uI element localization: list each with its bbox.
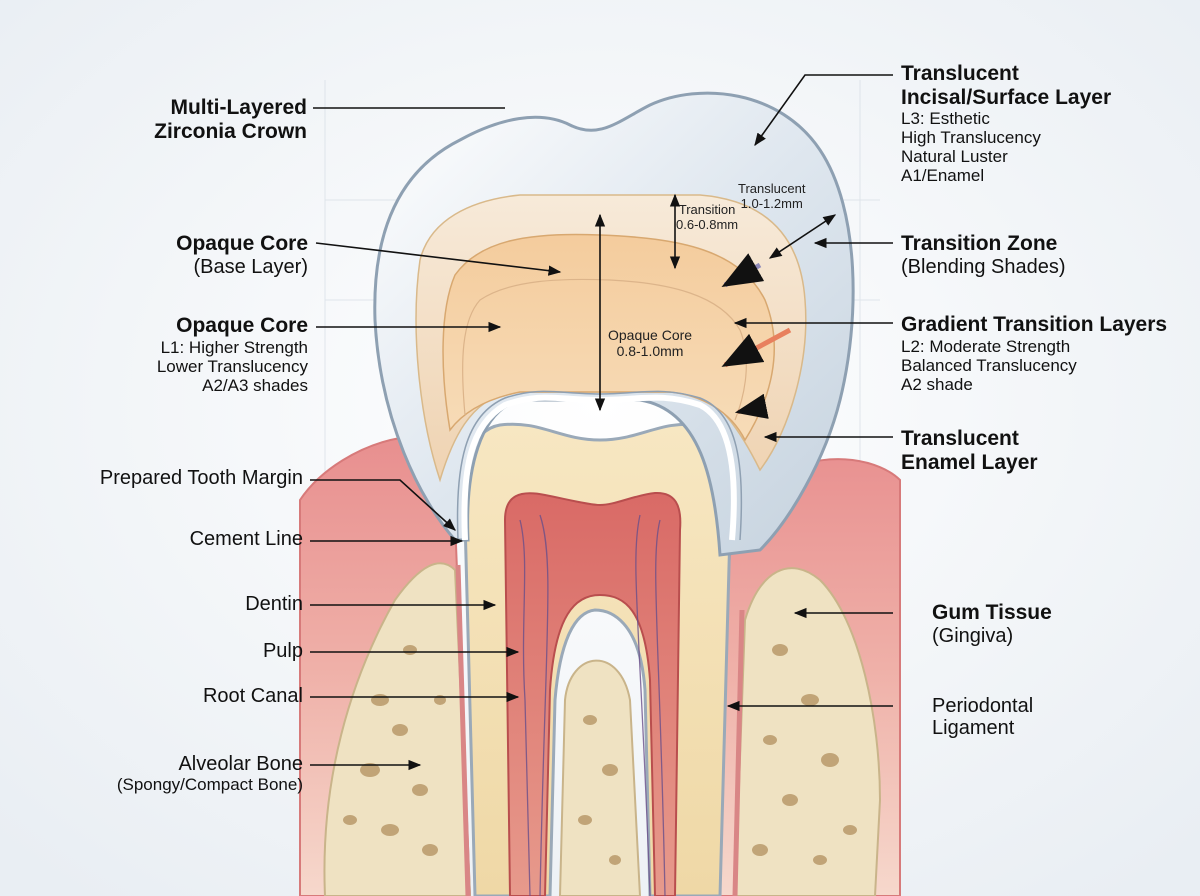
- label-cement-line: Cement Line: [190, 528, 303, 550]
- label-periodontal: Periodontal Ligament: [932, 695, 1033, 740]
- label-root-canal: Root Canal: [203, 685, 303, 707]
- measurement-transition-value: 0.6-0.8mm: [676, 216, 739, 232]
- gum-tissue-subtitle: (Gingiva): [932, 624, 1014, 647]
- alveolar-bone-subtitle: (Spongy/Compact Bone): [116, 775, 303, 795]
- alveolar-bone-title: Alveolar Bone: [178, 753, 303, 775]
- translucent-surface-detail-1: L3: Esthetic: [901, 109, 990, 129]
- periodontal-ligament-left: [455, 564, 471, 896]
- cement-line-text: Cement Line: [189, 528, 303, 550]
- opaque-base-subtitle: (Base Layer): [193, 255, 309, 278]
- measurement-opaque-value: 0.8-1.0mm: [616, 342, 684, 359]
- label-crown: Multi-Layered Zirconia Crown: [154, 96, 307, 143]
- crown-title-1: Multi-Layered: [170, 96, 307, 119]
- gradient-arrows: [721, 253, 792, 419]
- gradient-layers-detail-3: A2 shade: [901, 374, 973, 394]
- gradient-layers-title: Gradient Transition Layers: [901, 313, 1168, 336]
- measurement-opaque-name: Opaque Core: [608, 327, 693, 343]
- label-prepared-margin: Prepared Tooth Margin: [100, 467, 303, 489]
- translucent-surface-detail-3: Natural Luster: [901, 147, 1008, 167]
- measurement-translucent: Translucent 1.0-1.2mm: [738, 181, 806, 211]
- interradicular-bone: [558, 659, 642, 896]
- periodontal-line-1: Periodontal: [932, 695, 1034, 717]
- label-dentin: Dentin: [245, 593, 303, 615]
- opaque-core-detail-3: A2/A3 shades: [202, 375, 308, 395]
- measurement-transition: Transition 0.6-0.8mm: [676, 202, 739, 232]
- label-alveolar-bone: Alveolar Bone (Spongy/Compact Bone): [117, 753, 303, 794]
- gradient-layers-detail-2: Balanced Translucency: [901, 355, 1077, 375]
- translucent-surface-detail-4: A1/Enamel: [901, 166, 985, 186]
- root-canal-vessels: [519, 514, 666, 896]
- opaque-base-title: Opaque Core: [176, 232, 308, 255]
- label-opaque-core: Opaque Core L1: Higher Strength Lower Tr…: [157, 314, 308, 395]
- translucent-enamel-title-1: Translucent: [901, 427, 1019, 450]
- label-translucent-enamel: Translucent Enamel Layer: [901, 427, 1038, 474]
- gum-tissue-title: Gum Tissue: [932, 601, 1052, 624]
- dentin-text: Dentin: [245, 593, 303, 615]
- pulp-text: Pulp: [262, 640, 303, 662]
- opaque-core-detail-2: Lower Translucency: [156, 356, 308, 376]
- label-transition-zone: Transition Zone (Blending Shades): [901, 232, 1066, 278]
- alveolar-bone-right: [733, 567, 882, 896]
- measurement-translucent-name: Translucent: [738, 181, 806, 196]
- periodontal-line-2: Ligament: [932, 717, 1015, 740]
- measurement-transition-name: Transition: [678, 202, 736, 217]
- translucent-surface-detail-2: High Translucency: [901, 128, 1041, 148]
- label-translucent-surface: Translucent Incisal/Surface Layer L3: Es…: [901, 62, 1111, 185]
- measurement-arrows: [594, 193, 837, 412]
- translucent-enamel-title-2: Enamel Layer: [901, 450, 1038, 474]
- bone-pores: [343, 644, 857, 865]
- crown-title-2: Zirconia Crown: [154, 119, 307, 143]
- measurement-opaque: Opaque Core 0.8-1.0mm: [608, 327, 693, 359]
- leader-lines: [310, 74, 893, 771]
- opaque-core-title: Opaque Core: [176, 314, 308, 337]
- root-canal-text: Root Canal: [202, 685, 303, 707]
- label-opaque-base: Opaque Core (Base Layer): [176, 232, 308, 278]
- periodontal-ligament: [732, 609, 745, 896]
- transition-zone-title: Transition Zone: [901, 232, 1058, 255]
- label-pulp: Pulp: [263, 640, 303, 662]
- label-gum-tissue: Gum Tissue (Gingiva): [932, 601, 1052, 647]
- translucent-surface-title-2: Incisal/Surface Layer: [901, 85, 1112, 109]
- measurement-translucent-value: 1.0-1.2mm: [740, 195, 803, 211]
- transition-zone-subtitle: (Blending Shades): [901, 255, 1066, 278]
- opaque-core-detail-1: L1: Higher Strength: [160, 337, 308, 357]
- gradient-layers-detail-1: L2: Moderate Strength: [901, 336, 1071, 356]
- label-gradient-layers: Gradient Transition Layers L2: Moderate …: [901, 313, 1167, 394]
- prepared-margin-text: Prepared Tooth Margin: [99, 467, 303, 489]
- translucent-surface-title-1: Translucent: [901, 62, 1019, 85]
